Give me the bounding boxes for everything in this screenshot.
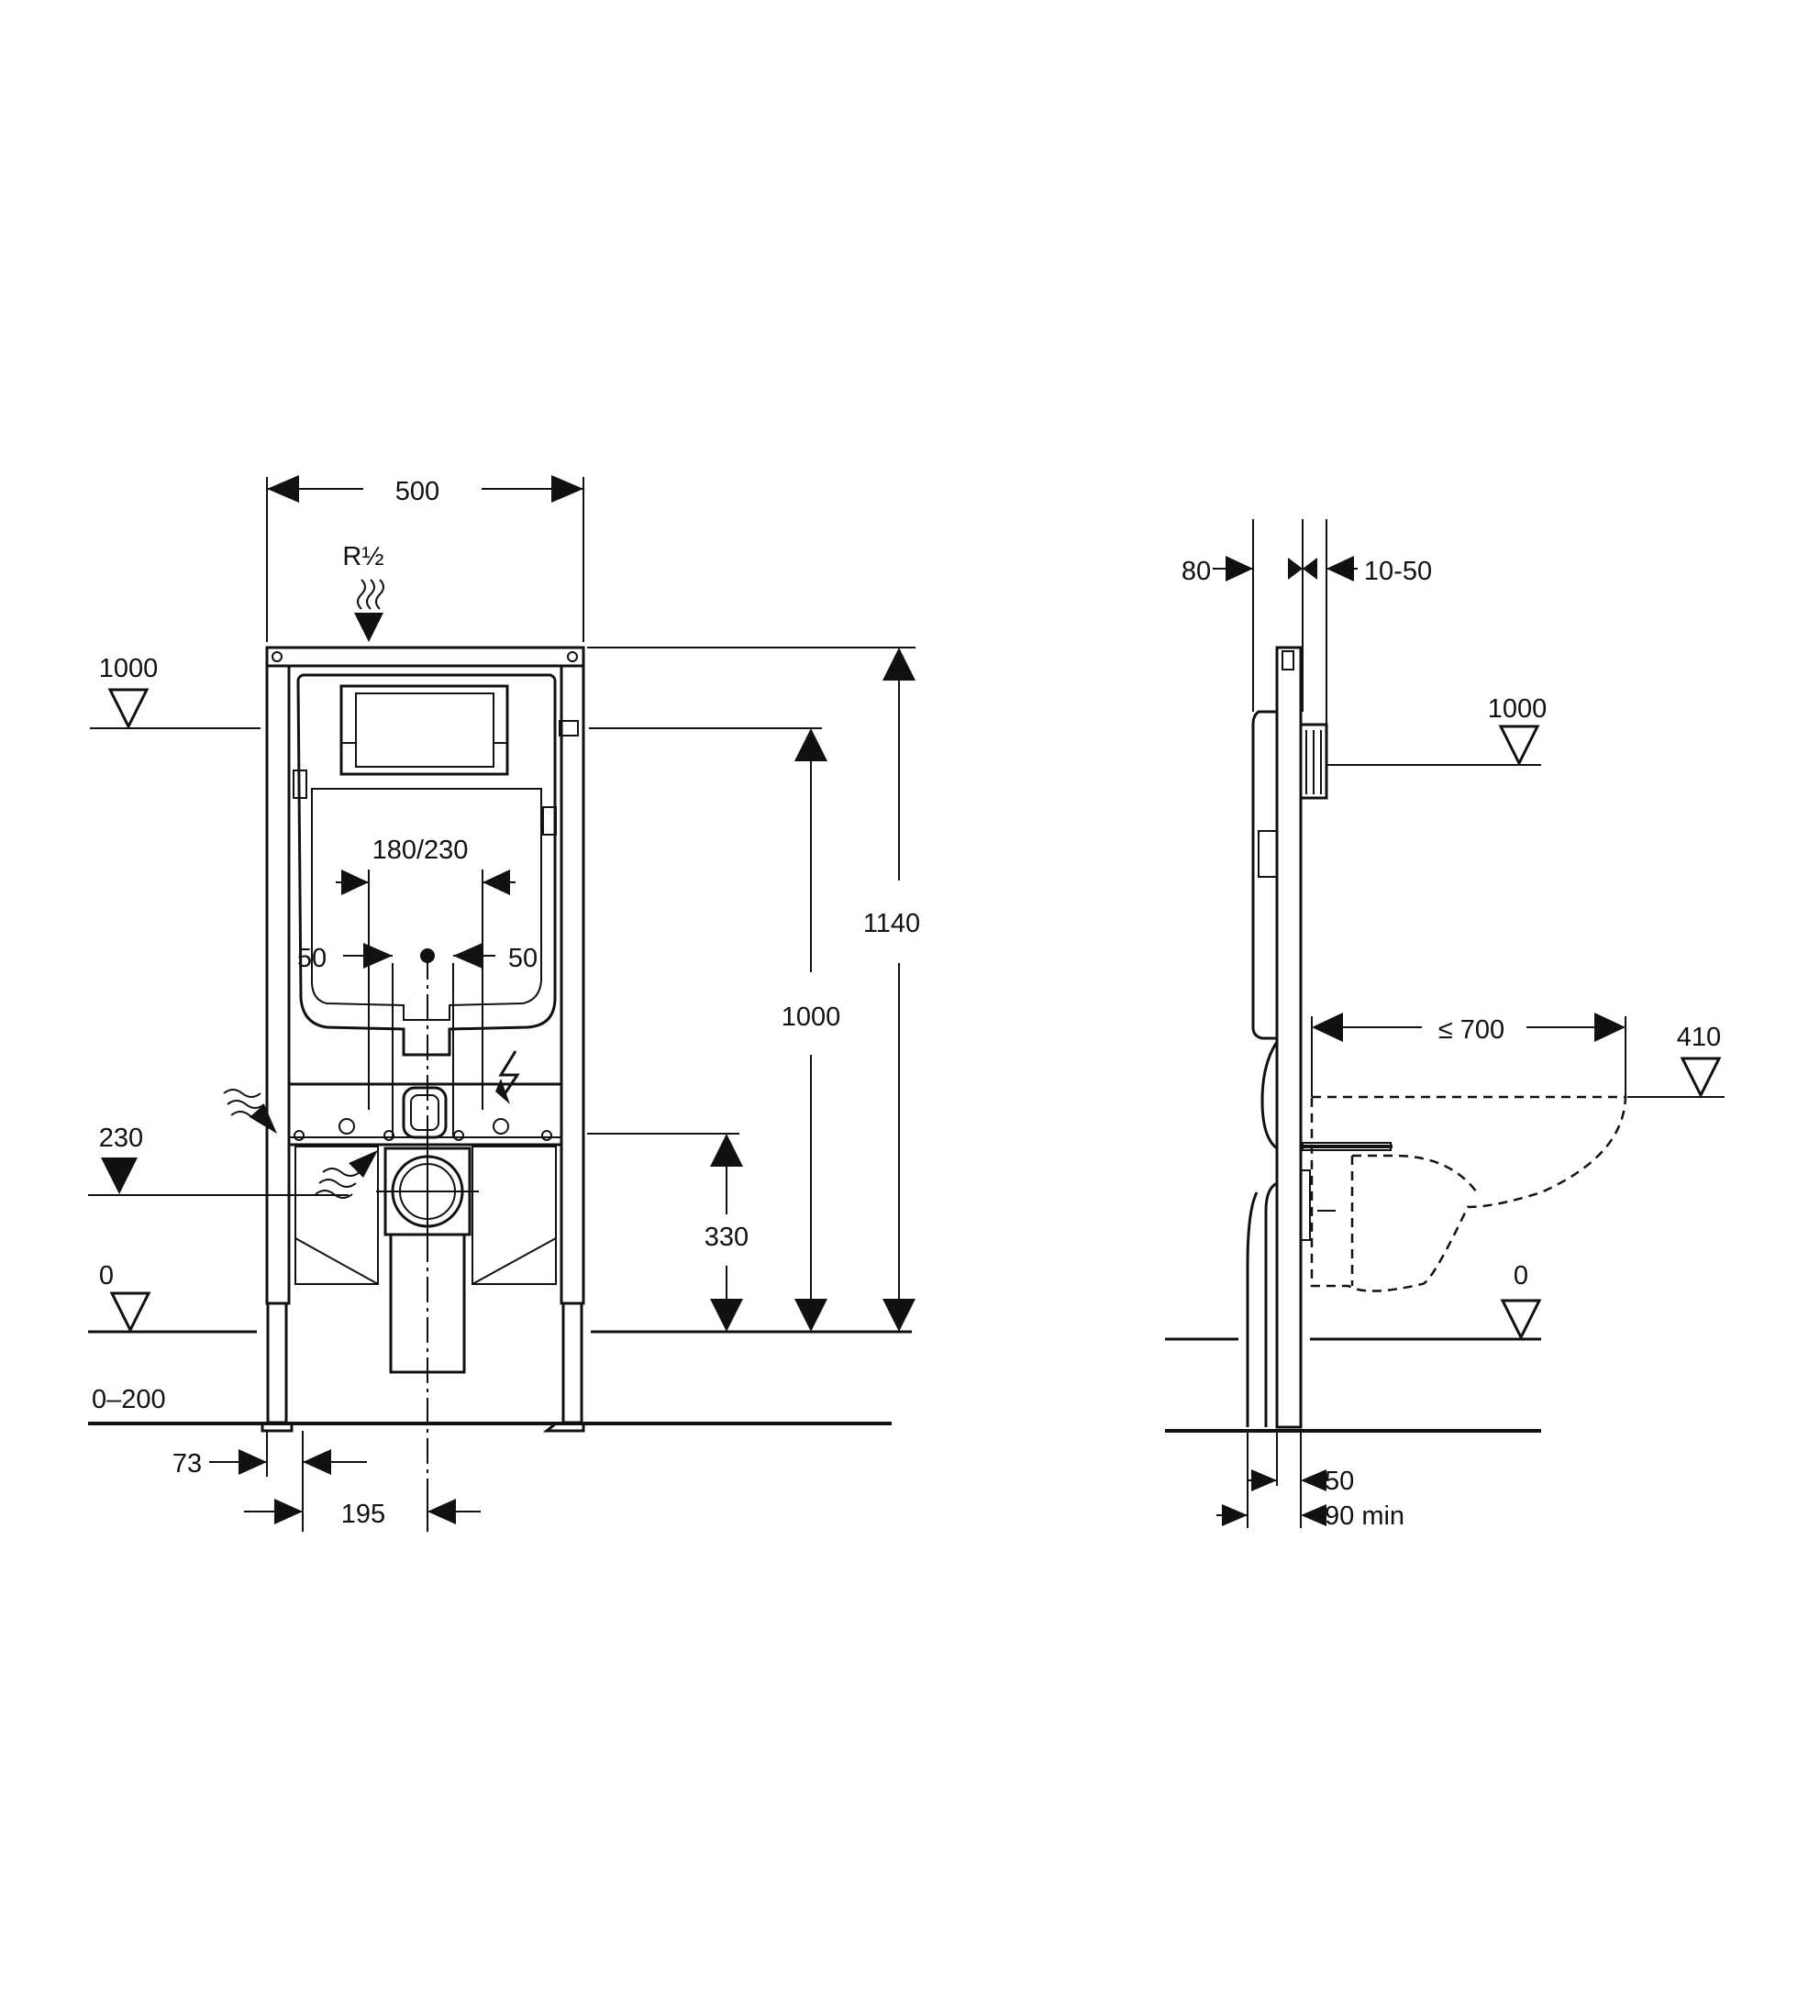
drain-offset-label: 195 bbox=[341, 1500, 385, 1529]
stud-left-label: 50 bbox=[297, 944, 327, 973]
front-view: 500 R½ bbox=[88, 475, 920, 1532]
level-1000-left-label: 1000 bbox=[99, 654, 159, 683]
level-410-label: 410 bbox=[1677, 1023, 1721, 1052]
dim-90-label: 90 min bbox=[1325, 1501, 1404, 1531]
level-0-left: 0 bbox=[88, 1261, 912, 1334]
wall-10-50-label: 10-50 bbox=[1364, 557, 1432, 586]
height-330-label: 330 bbox=[705, 1223, 749, 1252]
flush-spacing-dimension: 180/230 bbox=[336, 836, 516, 895]
floor-offset-label: 0–200 bbox=[92, 1385, 166, 1414]
water-inlet-symbol: R½ bbox=[342, 542, 384, 642]
flush-spacing-label: 180/230 bbox=[372, 836, 469, 865]
level-1000-right: 1000 bbox=[1326, 694, 1548, 767]
level-1000-left: 1000 bbox=[90, 654, 822, 730]
side-frame bbox=[1246, 646, 1393, 1429]
depth-80-label: 80 bbox=[1182, 557, 1211, 586]
stud-dimension: 50 50 bbox=[297, 943, 538, 973]
height-dimensions: 1140 1000 330 bbox=[587, 647, 920, 1332]
side-view: 80 10-50 bbox=[1165, 519, 1725, 1531]
water-connection-label: R½ bbox=[342, 542, 383, 571]
bottom-dimensions: 73 195 bbox=[172, 1431, 481, 1532]
level-0-right-label: 0 bbox=[1514, 1261, 1528, 1290]
cistern bbox=[293, 673, 579, 1057]
electric-icon bbox=[495, 1050, 520, 1104]
level-410: 410 bbox=[1627, 1023, 1725, 1099]
width-label: 500 bbox=[395, 477, 439, 506]
height-1140-label: 1140 bbox=[863, 909, 920, 938]
side-bottom-dimensions: 50 90 min bbox=[1216, 1431, 1404, 1531]
level-1000-right-label: 1000 bbox=[1488, 694, 1548, 724]
level-230: 230 bbox=[88, 1124, 739, 1196]
drain bbox=[294, 1086, 557, 1374]
floor-line: 0–200 bbox=[88, 1385, 892, 1425]
leg-offset-label: 73 bbox=[172, 1449, 202, 1479]
dim-50-label: 50 bbox=[1325, 1467, 1354, 1496]
level-0-right: 0 bbox=[1165, 1261, 1542, 1341]
bowl-700-label: ≤ 700 bbox=[1438, 1015, 1504, 1045]
height-1000-label: 1000 bbox=[782, 1002, 841, 1032]
toilet-bowl-outline bbox=[1310, 1095, 1627, 1292]
level-0-left-label: 0 bbox=[99, 1261, 114, 1290]
width-dimension: 500 bbox=[266, 475, 584, 642]
depth-dimensions: 80 10-50 bbox=[1182, 519, 1432, 752]
stud-right-label: 50 bbox=[508, 944, 538, 973]
bowl-projection-dimension: ≤ 700 bbox=[1311, 1013, 1626, 1097]
frame bbox=[261, 646, 585, 1433]
level-230-label: 230 bbox=[99, 1124, 143, 1153]
